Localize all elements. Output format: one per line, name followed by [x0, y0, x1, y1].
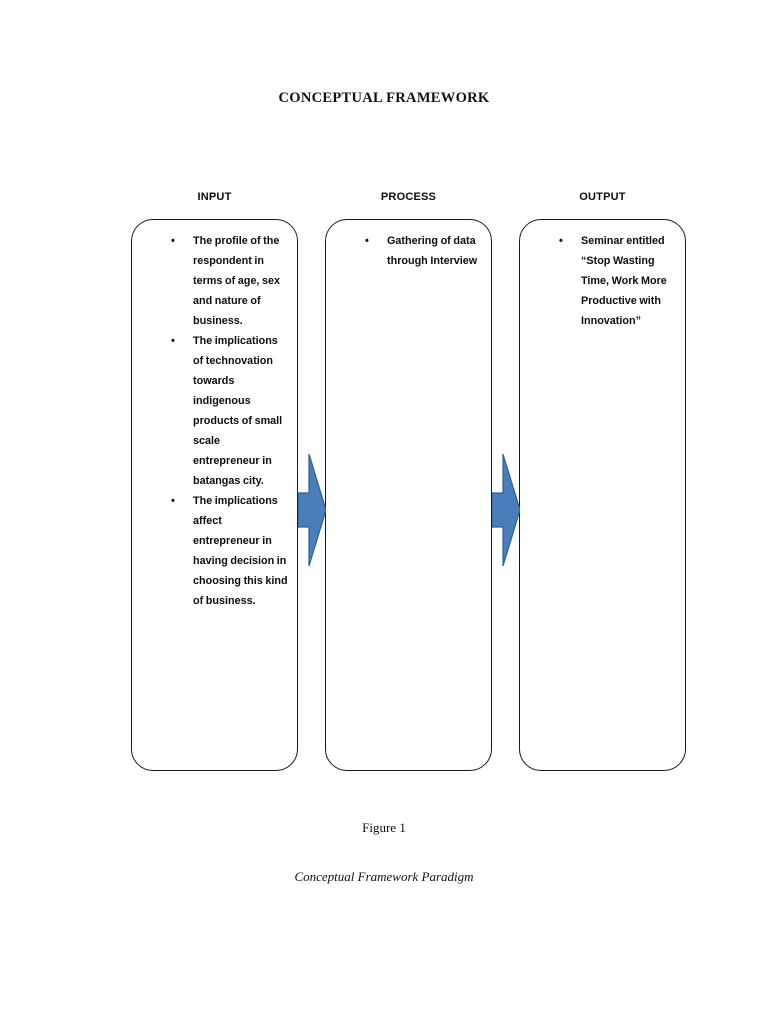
process-box: Gathering of data through Interview	[325, 219, 492, 771]
input-box: The profile of the respondent in terms o…	[131, 219, 298, 771]
figure-label: Figure 1	[362, 820, 406, 835]
list-item: Seminar entitled “Stop Wasting Time, Wor…	[520, 231, 685, 331]
list-item: The implications of technovation towards…	[132, 331, 297, 491]
list-item: Gathering of data through Interview	[326, 231, 491, 271]
list-item: The profile of the respondent in terms o…	[132, 231, 297, 331]
right-arrow-icon	[492, 454, 520, 566]
output-box: Seminar entitled “Stop Wasting Time, Wor…	[519, 219, 686, 771]
column-header-input: INPUT	[197, 191, 232, 203]
list-item: The implications affect entrepreneur in …	[132, 491, 297, 611]
output-bullet-list: Seminar entitled “Stop Wasting Time, Wor…	[520, 231, 685, 331]
input-bullet-list: The profile of the respondent in terms o…	[132, 231, 297, 611]
process-bullet-list: Gathering of data through Interview	[326, 231, 491, 271]
right-arrow-icon	[298, 454, 326, 566]
page-title: CONCEPTUAL FRAMEWORK	[278, 90, 490, 106]
figure-caption: Conceptual Framework Paradigm	[294, 869, 474, 884]
column-header-output: OUTPUT	[579, 191, 626, 203]
column-header-process: PROCESS	[380, 191, 437, 203]
